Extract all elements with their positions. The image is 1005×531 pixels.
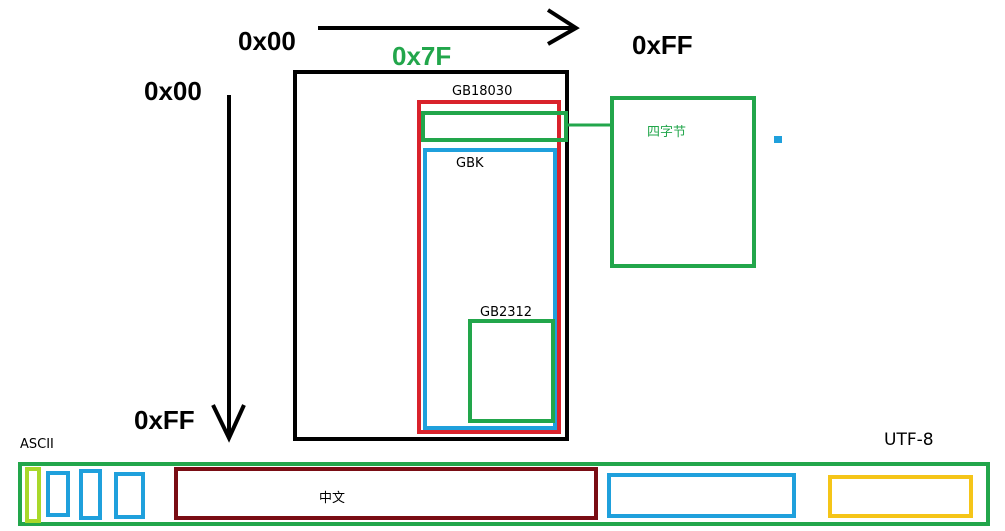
gb2312-box: [468, 319, 555, 423]
utf8-label: UTF-8: [884, 430, 934, 450]
gbk-label: GBK: [456, 156, 484, 171]
ascii-segment: [25, 467, 41, 523]
two-byte-segment-2: [79, 469, 102, 520]
top-start-label: 0x00: [238, 26, 296, 56]
four-byte-strip: [421, 111, 568, 142]
four-byte-label: 四字节: [647, 125, 686, 140]
gbk-box: [423, 148, 557, 430]
four-byte-segment: [828, 475, 973, 518]
two-byte-segment-3: [114, 472, 145, 519]
gb18030-label: GB18030: [452, 84, 512, 99]
code-space-box: [293, 70, 569, 441]
top-mid-label: 0x7F: [392, 41, 451, 71]
two-byte-segment-1: [46, 471, 70, 517]
left-start-label: 0x00: [144, 76, 202, 106]
multi-byte-segment: [607, 473, 796, 518]
chinese-segment: [174, 467, 598, 520]
four-byte-box: [610, 96, 756, 268]
chinese-label: 中文: [319, 491, 345, 506]
gb18030-box: [417, 100, 561, 434]
left-arrow: [211, 95, 246, 443]
gb2312-label: GB2312: [480, 305, 532, 320]
ascii-label: ASCII: [20, 437, 54, 452]
utf8-bar: [18, 462, 990, 526]
top-arrow: [318, 8, 580, 46]
blue-marker: [774, 136, 782, 143]
left-end-label: 0xFF: [134, 405, 195, 435]
top-end-label: 0xFF: [632, 30, 693, 60]
